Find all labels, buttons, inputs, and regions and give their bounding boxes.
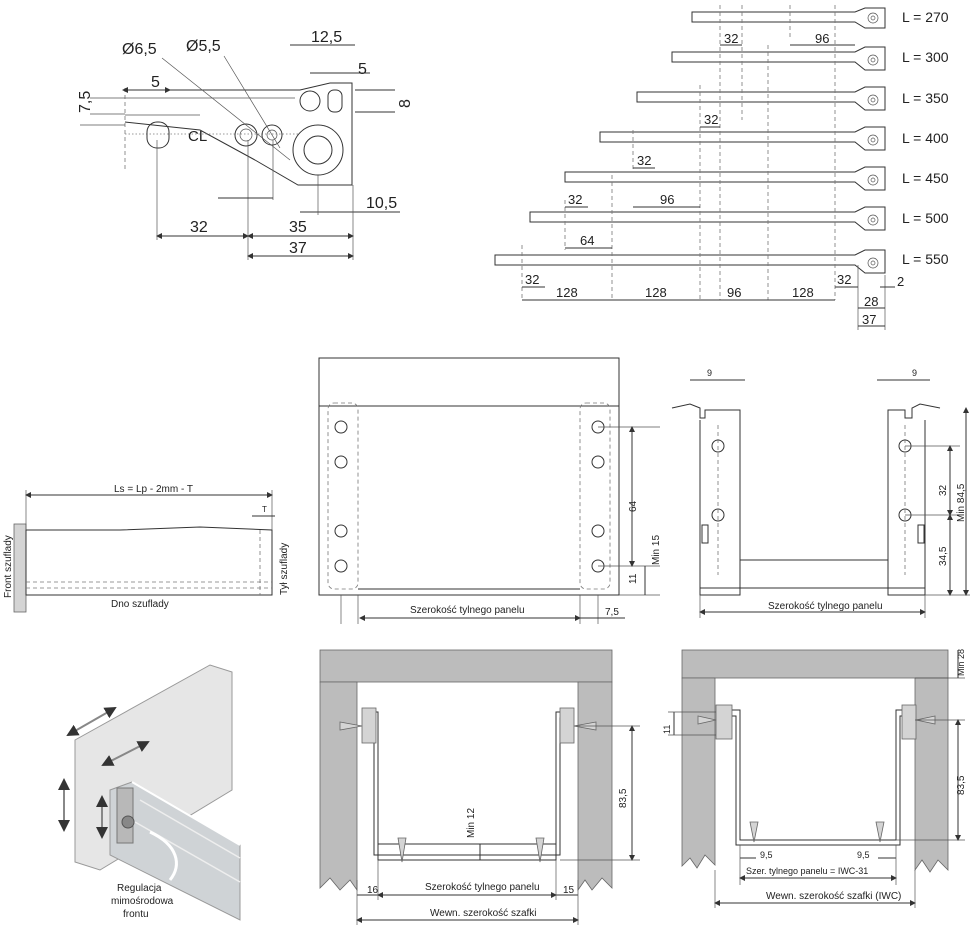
inner-width-label: Wewn. szerokość szafki [430,908,537,919]
adjust-caption-line1: Regulacja [117,883,162,894]
dim-35: 35 [289,219,307,236]
adjust-caption-line2: mimośrodowa [111,896,174,907]
length-350: L = 350 [902,90,949,106]
drawer-side-view [13,490,275,613]
runner-500 [529,206,886,231]
dim-83-5: 83,5 [956,775,967,795]
length-550: L = 550 [902,251,949,267]
dim-64: 64 [628,500,639,512]
thickness-t: T [262,505,267,514]
runner-dim-2: 2 [897,274,904,289]
runner-dim-32: 32 [704,112,718,127]
runner-dim-32: 32 [525,272,539,287]
runner-dim-32: 32 [724,31,738,46]
dim-7-5: 7,5 [77,91,94,113]
diameter-6-5-label: Ø6,5 [122,41,157,58]
cabinet-section-2 [668,649,965,908]
length-500: L = 500 [902,210,949,226]
runner-dim-96: 96 [660,192,674,207]
runner-dim-64: 64 [580,233,594,248]
runner-400 [599,126,886,151]
runner-dim-96: 96 [815,31,829,46]
dim-min-15: Min 15 [651,535,662,565]
cabinet-section-1 [319,649,640,925]
adjust-caption-line3: frontu [123,909,149,920]
runner-lengths [494,5,895,330]
dim-min-84-5: Min 84,5 [956,483,967,522]
length-300: L = 300 [902,49,949,65]
dim-37: 37 [289,240,307,257]
length-formula: Ls = Lp - 2mm - T [114,484,193,495]
length-270: L = 270 [902,9,949,25]
runner-dim-128: 128 [556,285,578,300]
runner-dim-32: 32 [637,153,651,168]
section1-back-panel-label: Szerokość tylnego panelu [425,882,540,893]
dim-32: 32 [190,219,208,236]
runner-dim-128: 128 [645,285,667,300]
dim-15: 15 [563,885,575,896]
dim-32: 32 [938,484,949,496]
dim-9-right: 9 [912,368,917,378]
back-panel-width-label: Szerokość tylnego panelu [410,605,525,616]
runner-300 [671,46,886,71]
hole-column-right [591,420,605,573]
dim-16: 16 [367,885,379,896]
dim-12-5: 12,5 [311,29,342,46]
dim-9-5-right: 9,5 [857,850,870,860]
length-400: L = 400 [902,130,949,146]
dim-8: 8 [397,99,414,108]
dim-10-5: 10,5 [366,195,397,212]
dim-7-5: 7,5 [605,607,619,618]
runner-450 [564,166,886,191]
dim-34-5: 34,5 [938,546,949,566]
diameter-5-5-label: Ø5,5 [186,38,221,55]
back-panel-profile [671,379,970,618]
dim-11: 11 [628,573,639,584]
dim-11: 11 [662,725,672,734]
dim-min-28: Min 28 [956,649,966,676]
fixing-detail [80,44,400,260]
runner-dim-32: 32 [568,192,582,207]
back-panel-view [318,357,660,624]
runner-dim-32: 32 [837,272,851,287]
runner-dim-28: 28 [864,294,878,309]
dim-5-right: 5 [358,61,367,78]
drawer-back-label: Tył szuflady [279,543,290,595]
runner-550 [494,249,886,274]
eccentric-adjust-3d [58,664,241,921]
hole-column-left [334,420,348,573]
dim-83-5: 83,5 [618,788,629,808]
iwc-label: Wewn. szerokość szafki (IWC) [766,891,901,902]
dim-9-5-left: 9,5 [760,850,773,860]
dim-min-12: Min 12 [466,808,477,838]
length-450: L = 450 [902,170,949,186]
section2-back-panel-label: Szer. tylnego panelu = IWC-31 [746,866,868,876]
runner-270 [691,7,886,29]
runner-350 [636,86,886,111]
runner-dim-128: 128 [792,285,814,300]
centerline-label: CL [188,128,207,145]
drawer-bottom-label: Dno szuflady [111,599,169,610]
runner-dim-37: 37 [862,312,876,327]
drawer-front-label: Front szuflady [3,535,14,598]
dim-5-left: 5 [151,74,160,91]
back-panel-width-label-2: Szerokość tylnego panelu [768,601,883,612]
runner-dim-96: 96 [727,285,741,300]
dim-9-left: 9 [707,368,712,378]
